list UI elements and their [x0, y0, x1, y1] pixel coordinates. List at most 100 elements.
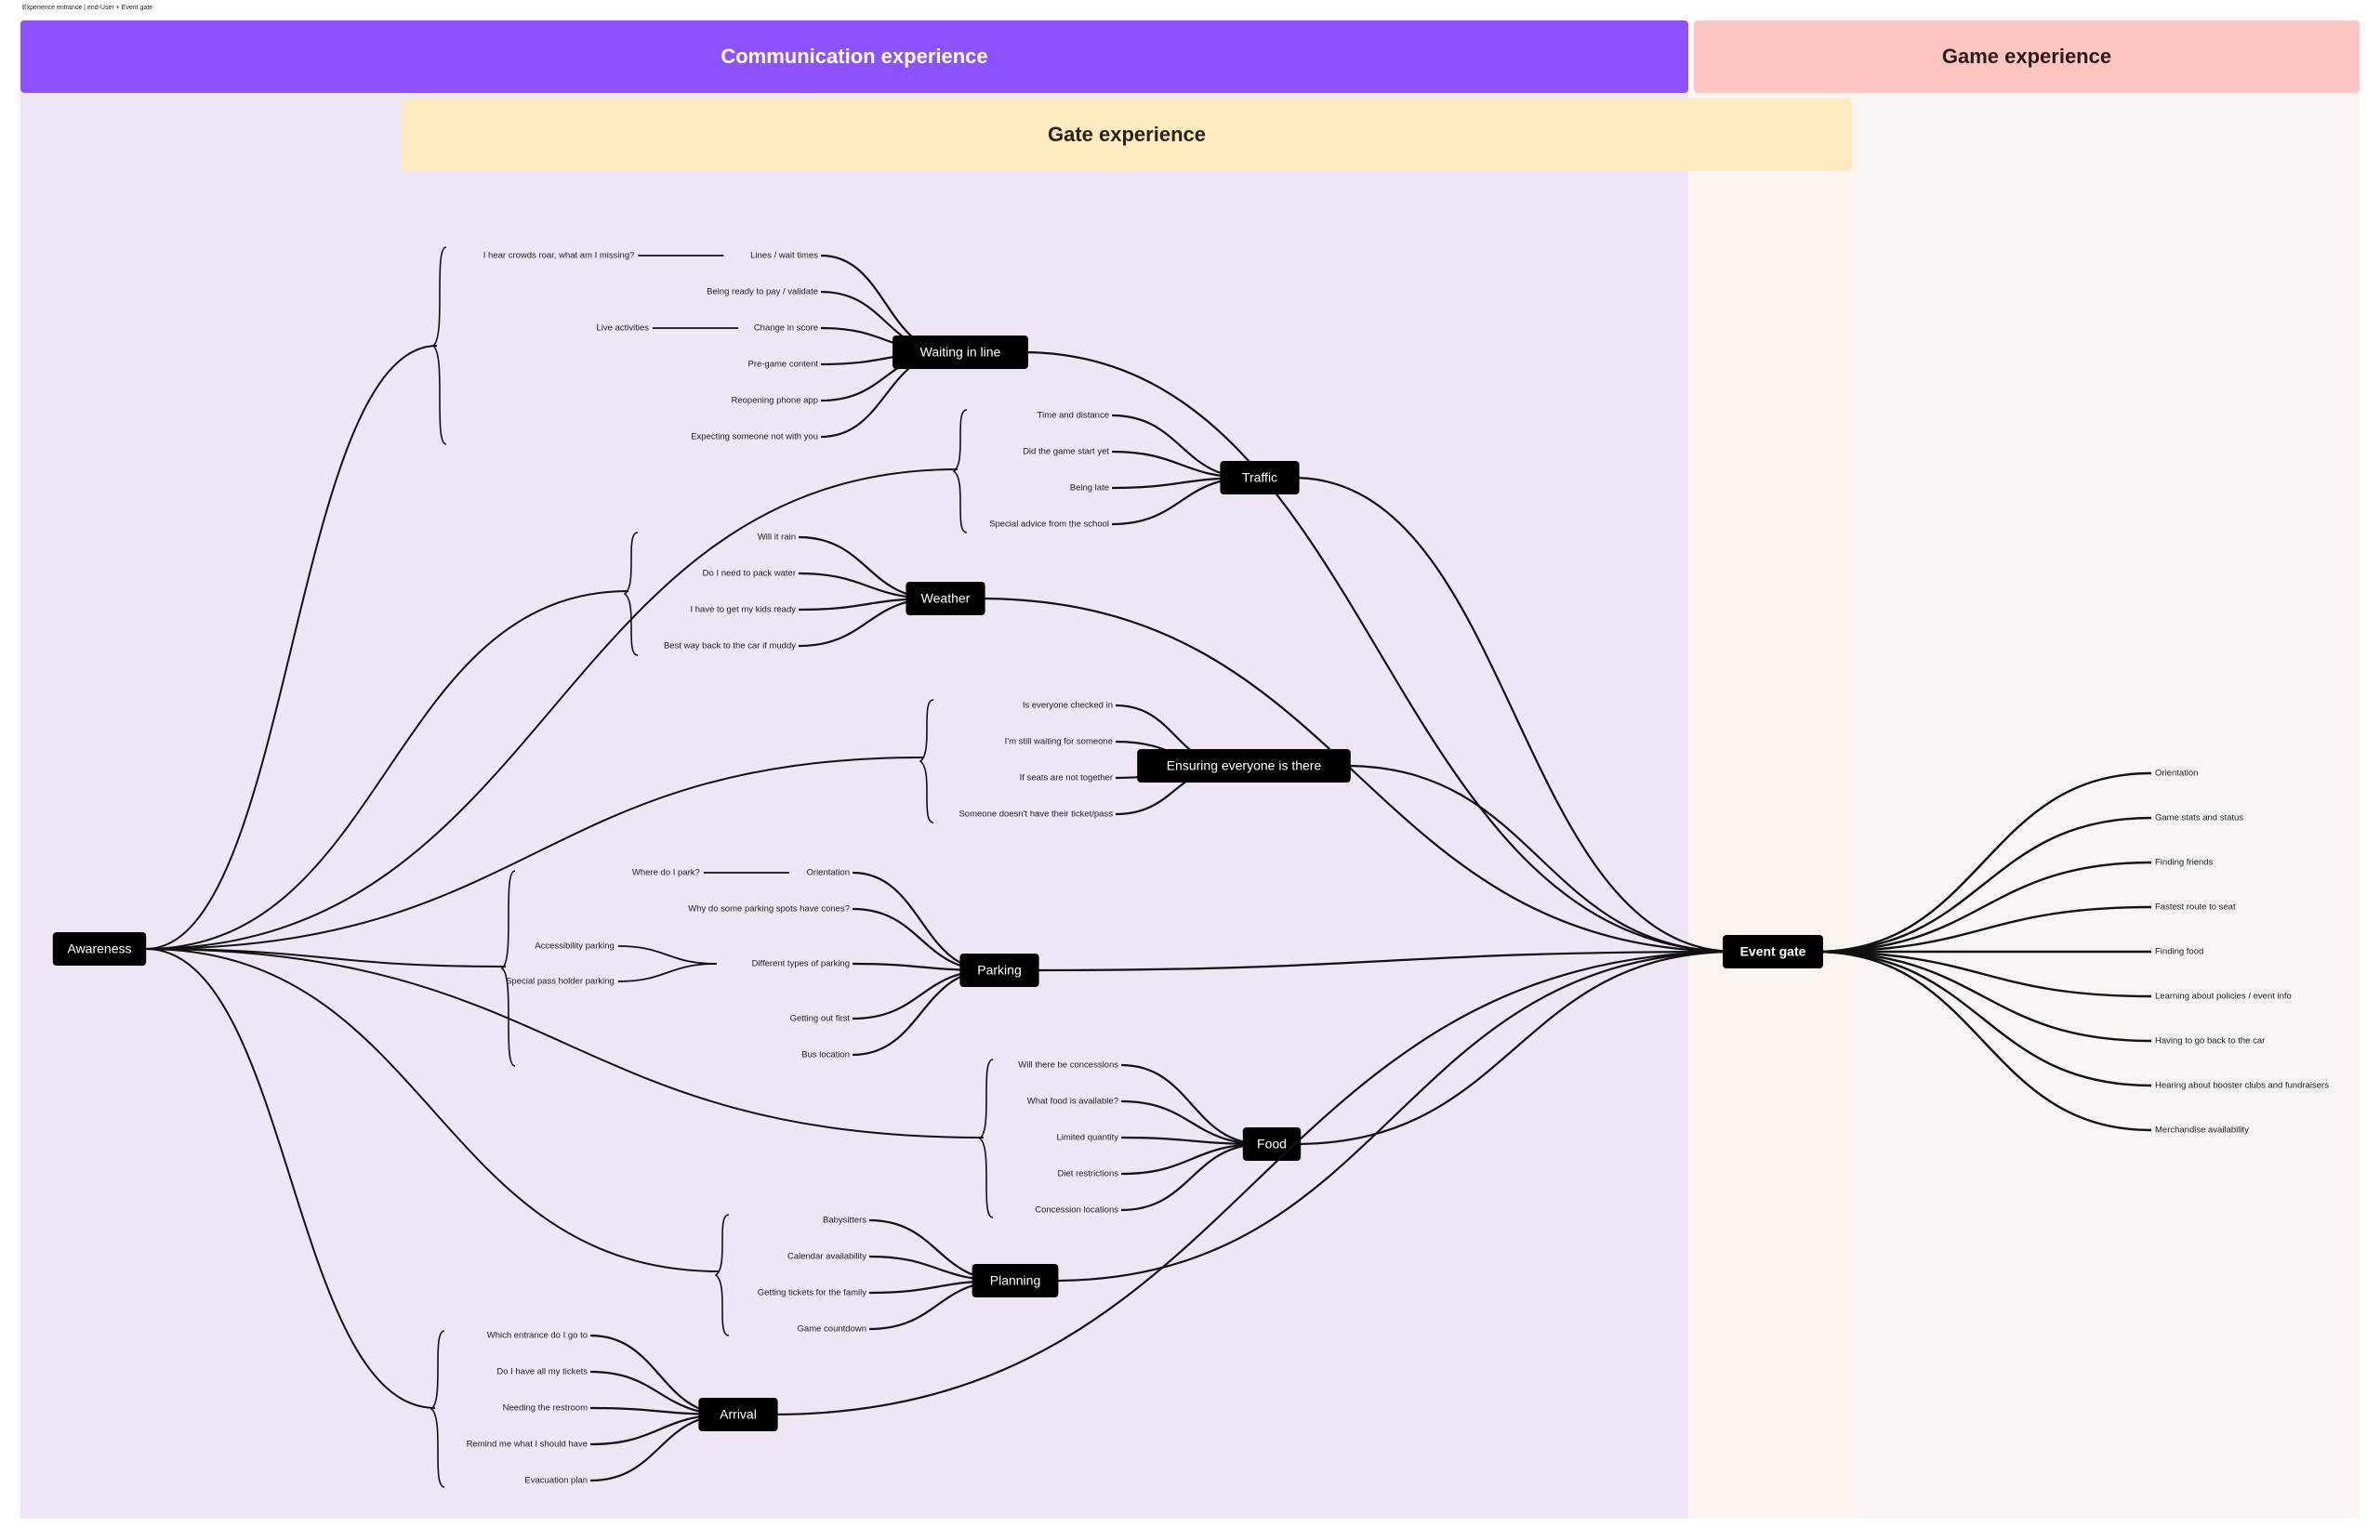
branch-waiting-in-line-item-2: Being ready to pay / validate — [707, 287, 818, 297]
branch-ensuring-everyone-is-there-item-3: If seats are not together — [1020, 773, 1113, 783]
branch-waiting-in-line-hub-link — [1022, 350, 1737, 954]
branch-weather-item-1: Will it rain — [758, 533, 796, 543]
branch-food-item-5: Concession locations — [1035, 1205, 1118, 1216]
branch-arrival-root-link — [145, 948, 436, 1409]
branch-parking-item-4: Getting out first — [790, 1014, 851, 1024]
branch-waiting-in-line-node-label: Waiting in line — [920, 345, 1001, 360]
branch-food-item-4: Diet restrictions — [1058, 1169, 1119, 1179]
gate-header: Gate experience — [402, 99, 1852, 171]
branch-parking-node[interactable]: Parking — [959, 954, 1039, 987]
branch-ensuring-everyone-is-there-item-1: Is everyone checked in — [1023, 701, 1113, 711]
game-header: Game experience — [1694, 20, 2360, 93]
branch-planning-root-link — [145, 948, 721, 1272]
game-item-9-link — [1814, 950, 2152, 1132]
branch-traffic-node[interactable]: Traffic — [1220, 461, 1300, 494]
communication-header: Communication experience — [20, 20, 1688, 93]
branch-traffic-brace — [952, 409, 968, 533]
branch-food-root-link — [145, 948, 985, 1139]
branch-parking-item-2: Why do some parking spots have cones? — [688, 904, 850, 915]
branch-traffic-item-1: Time and distance — [1038, 411, 1109, 421]
branch-food-item-3: Limited quantity — [1056, 1133, 1118, 1143]
event-gate-node-box — [1723, 935, 1823, 968]
game-item-7-link — [1814, 950, 2152, 1043]
awareness-node[interactable]: Awareness — [52, 932, 147, 966]
branch-waiting-in-line-item-4: Pre-game content — [747, 360, 818, 370]
branch-ensuring-everyone-is-there-node[interactable]: Ensuring everyone is there — [1137, 749, 1351, 783]
branch-parking-item-3-sub-2-link — [617, 963, 717, 982]
awareness-node-box — [52, 932, 147, 966]
branch-weather-root-link — [145, 590, 629, 950]
branch-waiting-in-line-item-3: Change in score — [754, 323, 818, 334]
branch-arrival-item-3: Needing the restroom — [503, 1403, 588, 1414]
branch-planning-item-4: Game countdown — [798, 1324, 866, 1335]
branch-food-hub-link — [1295, 950, 1737, 1146]
branch-parking-item-3-sub-2: Special pass holder parking — [506, 977, 615, 987]
branch-parking-item-3: Different types of parking — [752, 959, 850, 969]
branch-waiting-in-line-item-5: Reopening phone app — [731, 396, 818, 406]
branch-parking-node-label: Parking — [977, 963, 1021, 978]
branch-waiting-in-line-item-1-sub: I hear crowds roar, what am I missing? — [483, 251, 635, 261]
branch-arrival-node-box — [698, 1398, 778, 1431]
awareness-node-label: Awareness — [67, 941, 131, 956]
branch-planning-item-1: Babysitters — [823, 1216, 866, 1226]
branch-arrival-item-4: Remind me what I should have — [467, 1440, 588, 1450]
branch-traffic-node-box — [1220, 461, 1300, 494]
branch-ensuring-everyone-is-there-item-4: Someone doesn't have their ticket/pass — [959, 809, 1113, 820]
branch-planning-item-2: Calendar availability — [787, 1252, 866, 1262]
branch-arrival-node-label: Arrival — [720, 1407, 757, 1422]
branch-food-item-1-link — [1120, 1063, 1263, 1146]
game-zone — [1852, 93, 2360, 1519]
branch-food-item-3-link — [1120, 1136, 1263, 1146]
branch-food-item-1: Will there be concessions — [1018, 1060, 1118, 1071]
branch-parking-item-1-sub: Where do I park? — [632, 868, 700, 878]
branch-arrival-hub-link — [772, 950, 1737, 1416]
game-item-7: Having to go back to the car — [2155, 1036, 2265, 1046]
branch-parking-item-1: Orientation — [807, 868, 850, 878]
branch-food-item-5-link — [1120, 1142, 1263, 1212]
branch-waiting-in-line-node-box — [892, 336, 1028, 369]
branch-food-brace — [978, 1059, 994, 1218]
branch-weather-node-box — [906, 582, 985, 615]
branch-planning-hub-link — [1052, 950, 1737, 1283]
branch-parking-item-3-sub-1: Accessibility parking — [535, 941, 615, 952]
branch-traffic-item-3: Being late — [1070, 483, 1109, 494]
branch-waiting-in-line-item-6: Expecting someone not with you — [691, 432, 818, 442]
branch-weather-item-2: Do I need to pack water — [703, 569, 796, 579]
event-gate-node[interactable]: Event gate — [1723, 935, 1823, 968]
branch-waiting-in-line-root-link — [145, 345, 438, 950]
game-item-9: Merchandise availability — [2155, 1125, 2249, 1136]
game-item-3-link — [1814, 861, 2152, 954]
branch-arrival-node[interactable]: Arrival — [698, 1398, 778, 1431]
branch-arrival-item-5: Evacuation plan — [524, 1476, 588, 1486]
event-gate-node-label: Event gate — [1740, 944, 1806, 959]
game-item-3: Finding friends — [2155, 858, 2214, 868]
game-item-4: Fastest route to seat — [2155, 902, 2236, 913]
branch-weather-item-4: Best way back to the car if muddy — [664, 641, 796, 652]
branch-arrival-brace — [430, 1330, 445, 1488]
branch-planning-node-label: Planning — [990, 1273, 1041, 1288]
game-item-1-link — [1814, 771, 2152, 954]
game-item-5: Finding food — [2155, 947, 2203, 957]
game-item-1: Orientation — [2155, 769, 2198, 779]
branch-parking-brace — [500, 870, 516, 1067]
branch-ensuring-everyone-is-there-hub-link — [1344, 764, 1737, 954]
branch-ensuring-everyone-is-there-root-link — [145, 757, 925, 950]
branch-weather-item-3: I have to get my kids ready — [690, 605, 796, 615]
game-item-2-link — [1814, 816, 2152, 954]
branch-planning-brace — [714, 1214, 730, 1336]
breadcrumb: Experience entrance | end-User + Event g… — [22, 5, 153, 11]
branch-weather-node[interactable]: Weather — [906, 582, 985, 615]
branch-planning-node[interactable]: Planning — [972, 1264, 1059, 1297]
branch-ensuring-everyone-is-there-item-2: I'm still waiting for someone — [1005, 737, 1113, 747]
branch-food-item-4-link — [1120, 1142, 1263, 1176]
branch-traffic-hub-link — [1293, 476, 1737, 954]
branch-food-node[interactable]: Food — [1242, 1127, 1302, 1161]
branch-weather-node-label: Weather — [921, 591, 971, 606]
branch-waiting-in-line-brace — [431, 246, 447, 445]
game-item-8-link — [1814, 950, 2152, 1087]
branch-food-item-2-link — [1120, 1099, 1263, 1146]
branch-waiting-in-line-node[interactable]: Waiting in line — [892, 336, 1028, 369]
game-item-4-link — [1814, 905, 2152, 954]
branch-arrival-item-2: Do I have all my tickets — [496, 1367, 588, 1377]
branch-weather-hub-link — [979, 597, 1737, 954]
